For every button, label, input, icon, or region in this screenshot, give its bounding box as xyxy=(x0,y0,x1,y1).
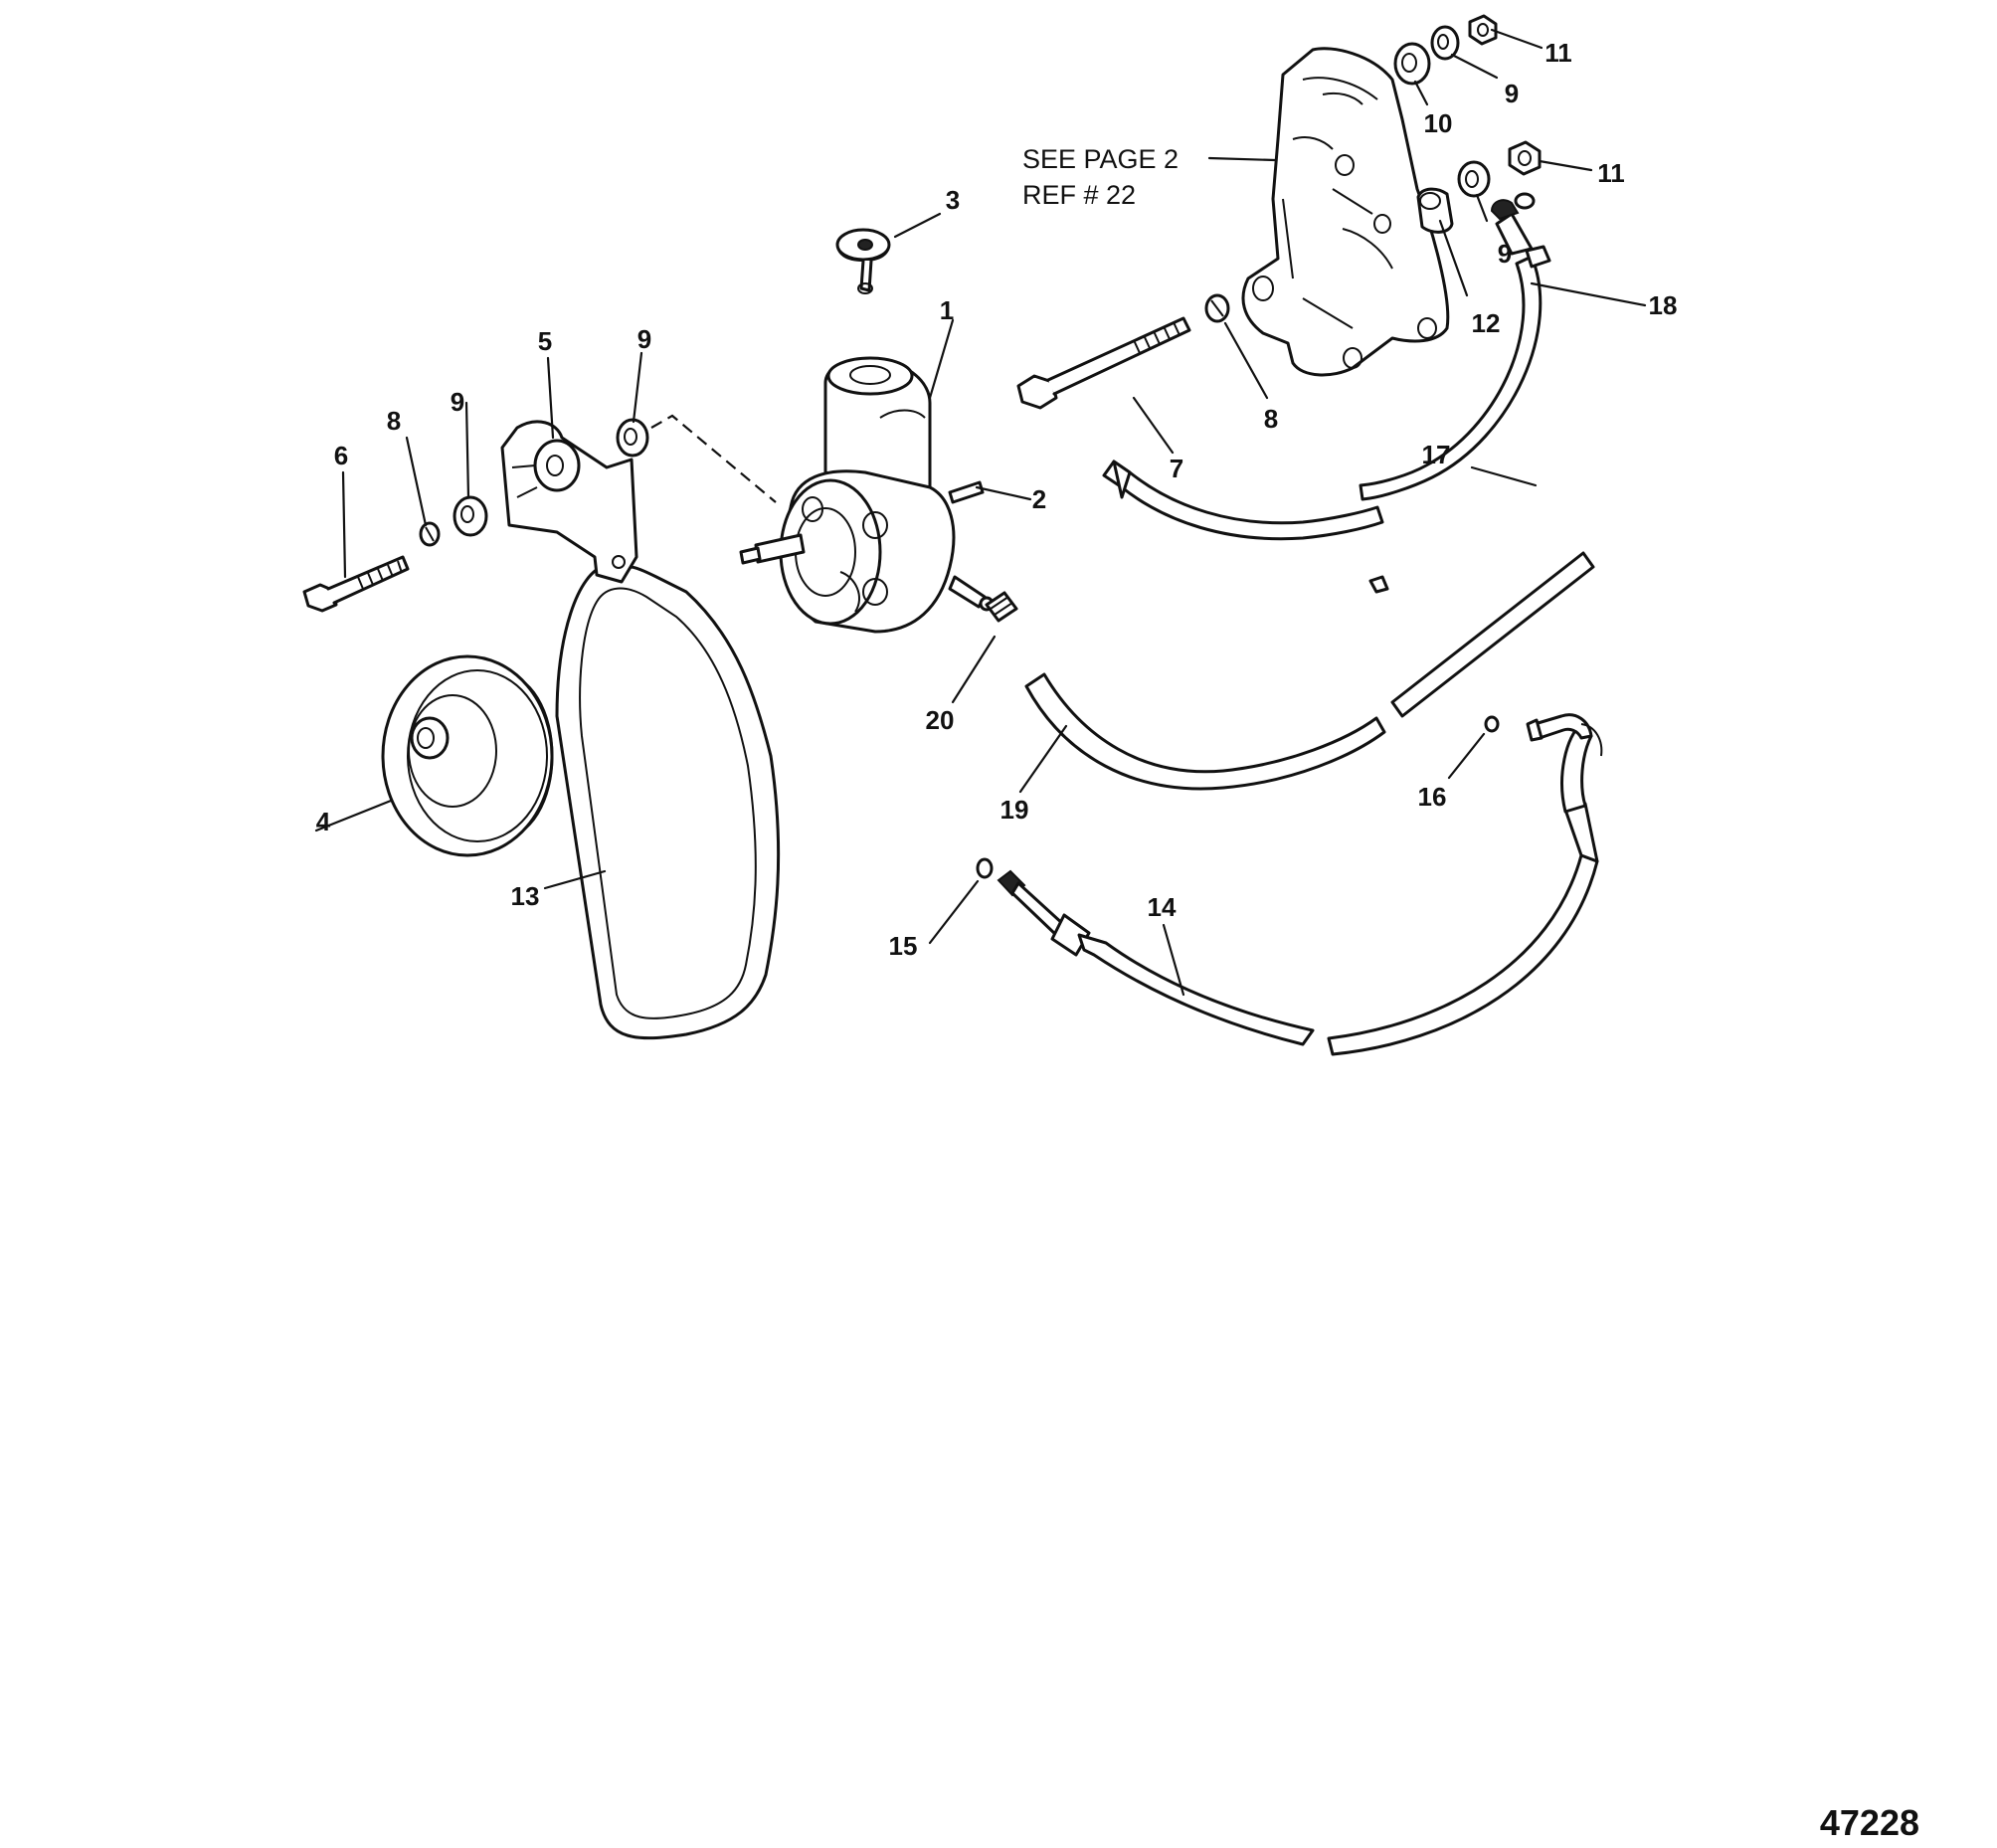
washer-9-mid xyxy=(616,418,649,458)
callout-3: 3 xyxy=(946,185,960,215)
hose-assembly-14 xyxy=(997,713,1603,1056)
lock-washer-8-right xyxy=(1204,293,1230,323)
callout-2: 2 xyxy=(1032,484,1046,514)
callout-16: 16 xyxy=(1418,782,1447,812)
callout-15: 15 xyxy=(889,931,918,961)
callout-1: 1 xyxy=(940,295,954,325)
pump-bracket xyxy=(500,420,638,584)
callout-17: 17 xyxy=(1422,440,1451,469)
callout-5: 5 xyxy=(538,326,552,356)
alignment-line xyxy=(650,414,777,503)
hose-segment xyxy=(1112,460,1132,499)
callout-9-left: 9 xyxy=(451,387,464,417)
callout-11-top: 11 xyxy=(1544,38,1572,68)
washer-9-left xyxy=(453,495,488,537)
bolt-6 xyxy=(302,555,410,613)
nut-11-top xyxy=(1468,14,1498,46)
callout-20: 20 xyxy=(926,705,955,735)
callout-7: 7 xyxy=(1170,454,1183,483)
callout-9-right: 9 xyxy=(1498,239,1512,269)
callout-12: 12 xyxy=(1472,308,1501,338)
washer-9-top xyxy=(1430,25,1460,61)
callout-10: 10 xyxy=(1424,108,1453,138)
callout-8-right: 8 xyxy=(1264,404,1278,434)
callout-6: 6 xyxy=(334,441,348,470)
spacer-12 xyxy=(1416,187,1454,234)
power-steering-pump xyxy=(739,356,995,634)
reference-bracket xyxy=(1241,47,1450,377)
pulley xyxy=(381,654,554,857)
reference-note: SEE PAGE 2 REF # 22 xyxy=(1022,144,1179,210)
drive-belt xyxy=(555,563,781,1040)
return-hose-19 xyxy=(1024,551,1595,791)
washer-9-right xyxy=(1457,160,1491,198)
callout-19: 19 xyxy=(1000,795,1029,825)
callout-labels: 1 2 3 4 5 6 7 8 8 9 9 9 9 10 11 11 12 13… xyxy=(316,38,1678,961)
callout-18: 18 xyxy=(1649,290,1678,320)
callout-11-right: 11 xyxy=(1597,158,1625,188)
o-ring-16 xyxy=(1484,715,1500,733)
callout-4: 4 xyxy=(316,807,331,836)
leader-lines xyxy=(314,28,1647,997)
callout-13: 13 xyxy=(511,881,540,911)
pressure-hose-17 xyxy=(1102,199,1551,594)
reference-note-line-2: REF # 22 xyxy=(1022,180,1136,210)
fitting-20 xyxy=(985,591,1018,623)
callout-9-mid: 9 xyxy=(637,324,651,354)
callout-9-top: 9 xyxy=(1505,79,1519,108)
callout-8-left: 8 xyxy=(387,406,401,436)
callout-14: 14 xyxy=(1148,892,1177,922)
filler-cap xyxy=(835,228,891,294)
reference-note-line-1: SEE PAGE 2 xyxy=(1022,144,1179,174)
spacer-10 xyxy=(1393,42,1431,86)
o-ring-15 xyxy=(976,857,994,879)
long-bolt-7 xyxy=(1016,316,1191,410)
o-ring-18 xyxy=(1514,192,1536,210)
lock-washer-8 xyxy=(419,521,441,547)
figure-number: 47228 xyxy=(1820,1802,1919,1843)
nut-11-right xyxy=(1508,140,1542,176)
